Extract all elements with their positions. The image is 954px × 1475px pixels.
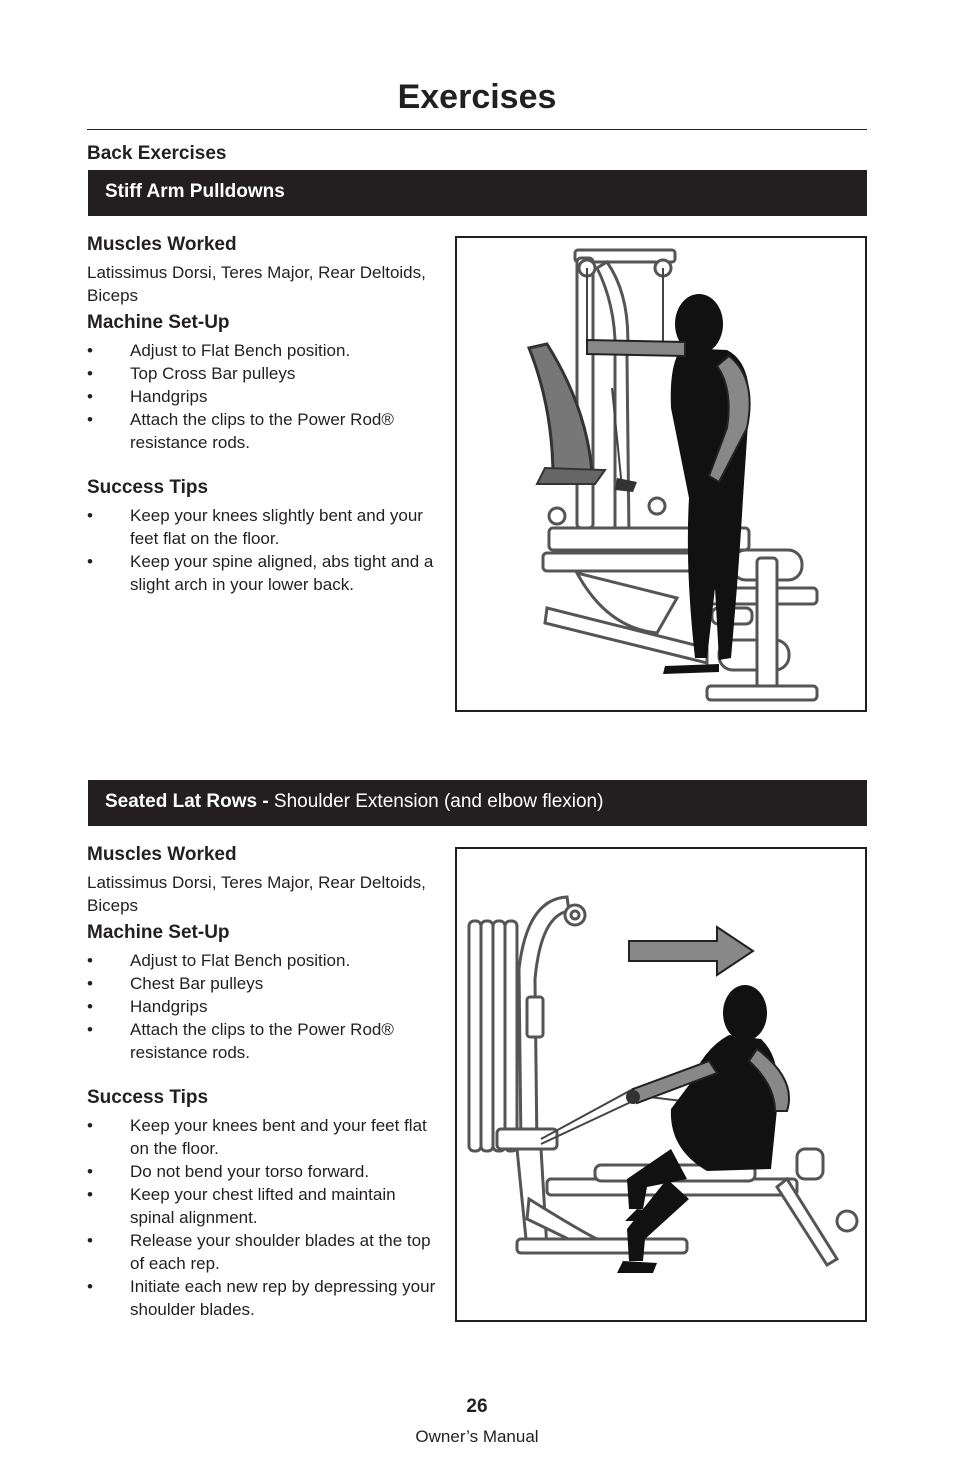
exercise-1-tips-list: Keep your knees slightly bent and your f… [87,504,439,596]
list-item: Keep your knees bent and your feet flat … [87,1114,439,1160]
list-item: Handgrips [87,385,439,408]
list-item: Release your shoulder blades at the top … [87,1229,439,1275]
page-number: 26 [466,1396,488,1417]
section-heading: Back Exercises [87,143,227,164]
exercise-2-tips-list: Keep your knees bent and your feet flat … [87,1114,439,1321]
exercise-1-text: Muscles Worked Latissimus Dorsi, Teres M… [87,233,439,596]
exercise-2-banner: Seated Lat Rows - Shoulder Extension (an… [88,780,867,826]
list-item: Keep your spine aligned, abs tight and a… [87,550,439,596]
footer-text: Owner’s Manual [415,1427,539,1446]
exercise-2-tips-heading: Success Tips [87,1087,209,1108]
list-item: Adjust to Flat Bench position. [87,339,439,362]
list-item: Keep your chest lifted and maintain spin… [87,1183,439,1229]
list-item: Attach the clips to the Power Rod® resis… [87,408,439,454]
exercise-2-muscles-text: Latissimus Dorsi, Teres Major, Rear Delt… [87,873,426,915]
list-item: Initiate each new rep by depressing your… [87,1275,439,1321]
list-item: Handgrips [87,995,439,1018]
exercise-1-muscles-heading: Muscles Worked [87,234,237,255]
seated-lat-row-illustration [455,847,867,1322]
exercise-1-setup-list: Adjust to Flat Bench position. Top Cross… [87,339,439,454]
exercise-2-title: Seated Lat Rows - [105,791,274,812]
page-title: Exercises [397,78,557,116]
list-item: Top Cross Bar pulleys [87,362,439,385]
list-item: Chest Bar pulleys [87,972,439,995]
list-item: Keep your knees slightly bent and your f… [87,504,439,550]
exercise-1-setup-heading: Machine Set-Up [87,312,230,333]
exercise-2-muscles-heading: Muscles Worked [87,844,237,865]
exercise-1-banner: Stiff Arm Pulldowns [88,170,867,216]
exercise-1-muscles-text: Latissimus Dorsi, Teres Major, Rear Delt… [87,263,426,305]
list-item: Do not bend your torso forward. [87,1160,439,1183]
exercise-2-text: Muscles Worked Latissimus Dorsi, Teres M… [87,843,439,1321]
exercise-2-setup-list: Adjust to Flat Bench position. Chest Bar… [87,949,439,1064]
title-divider [87,129,867,130]
exercise-1-tips-heading: Success Tips [87,477,209,498]
list-item: Attach the clips to the Power Rod® resis… [87,1018,439,1064]
exercise-2-setup-heading: Machine Set-Up [87,922,230,943]
direction-arrow-icon [628,925,755,977]
exercise-1-title: Stiff Arm Pulldowns [105,181,285,202]
stiff-arm-pulldown-illustration [455,236,867,712]
list-item: Adjust to Flat Bench position. [87,949,439,972]
exercise-2-subtitle: Shoulder Extension (and elbow flexion) [273,791,604,812]
